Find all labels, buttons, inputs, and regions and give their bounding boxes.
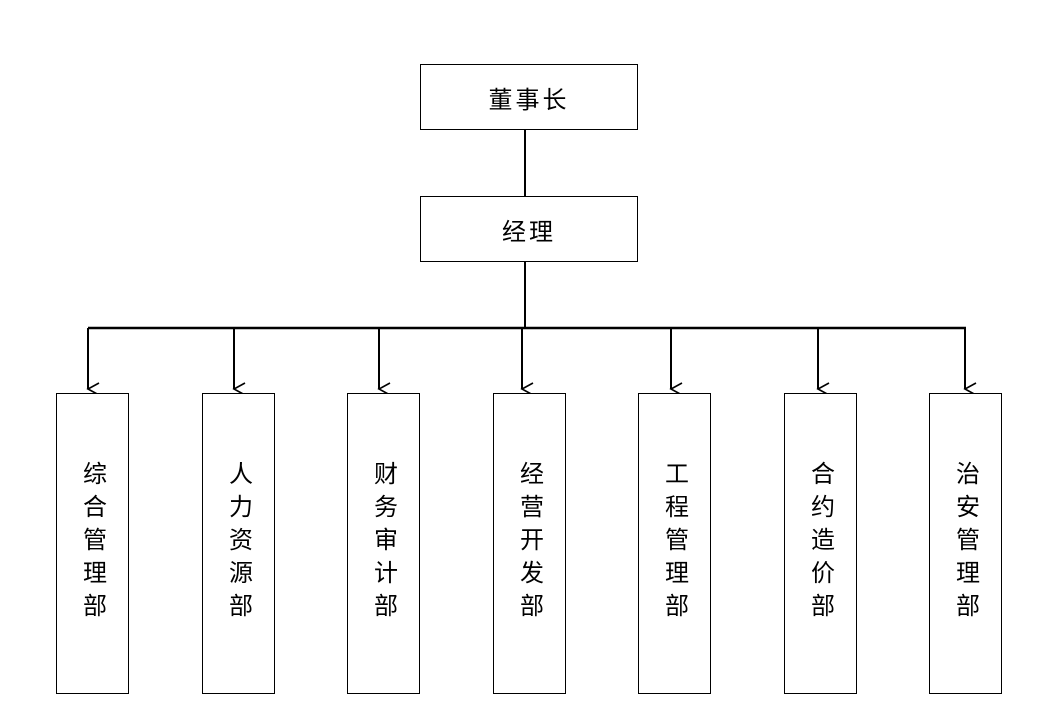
chairman-box: 董事长	[420, 64, 638, 130]
chairman-label: 董事长	[488, 85, 570, 114]
dept-label-human-resources: 人力资源部	[224, 461, 253, 626]
dept-box-contract-costing: 合约造价部	[784, 393, 857, 694]
dept-label-finance-audit: 财务审计部	[369, 461, 398, 626]
manager-box: 经理	[420, 196, 638, 262]
dept-label-contract-costing: 合约造价部	[806, 461, 835, 626]
dept-label-security-management: 治安管理部	[951, 461, 980, 626]
dept-box-finance-audit: 财务审计部	[347, 393, 420, 694]
dept-box-business-development: 经营开发部	[493, 393, 566, 694]
dept-box-engineering-management: 工程管理部	[638, 393, 711, 694]
dept-label-business-development: 经营开发部	[515, 461, 544, 626]
manager-label: 经理	[502, 217, 556, 246]
dept-box-security-management: 治安管理部	[929, 393, 1002, 694]
dept-label-general-management: 综合管理部	[78, 461, 107, 626]
dept-box-human-resources: 人力资源部	[202, 393, 275, 694]
dept-box-general-management: 综合管理部	[56, 393, 129, 694]
dept-label-engineering-management: 工程管理部	[660, 461, 689, 626]
